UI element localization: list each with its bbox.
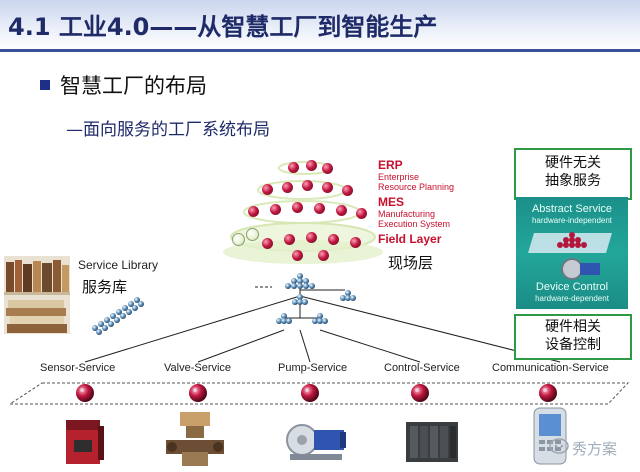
- books-icon: [4, 256, 70, 334]
- hw-independent-label: hardware-independent: [531, 216, 613, 225]
- valve-device: [166, 412, 224, 466]
- valve-service-label: Valve-Service: [164, 362, 232, 374]
- bullet-heading: 智慧工厂的布局: [60, 74, 207, 98]
- hw-dependent-line1: 硬件相关: [545, 319, 601, 335]
- service-abstraction-panel: Abstract Service hardware-independent De…: [516, 197, 628, 309]
- node-icon: [322, 163, 333, 174]
- pump-service-label: Pump-Service: [278, 362, 348, 374]
- node-icon: [318, 250, 329, 261]
- mes-desc-1: Manufacturing: [378, 209, 436, 219]
- communication-service-label: Communication-Service: [492, 362, 609, 374]
- plc-device: [406, 422, 458, 462]
- node-icon: [350, 237, 361, 248]
- node-icon: [262, 184, 273, 195]
- node-icon: [302, 180, 313, 191]
- node-icon: [342, 185, 353, 196]
- chat-bubble-icon: [548, 436, 570, 462]
- node-icon: [322, 182, 333, 193]
- pump-device: [286, 424, 346, 460]
- node-icon: [306, 232, 317, 243]
- abstract-service-label: Abstract Service: [531, 203, 613, 215]
- hw-independent-line1: 硬件无关: [545, 155, 601, 171]
- node-icon: [336, 205, 347, 216]
- title-bar: [0, 0, 640, 50]
- valve-icon: [162, 412, 228, 472]
- books-illustration: [4, 256, 70, 334]
- photoelectric-sensor-icon: [62, 416, 108, 472]
- sensor-service-label: Sensor-Service: [40, 362, 116, 374]
- device-control-label: Device Control: [535, 281, 609, 293]
- node-icon: [262, 238, 273, 249]
- watermark-text: 秀方案: [572, 440, 618, 458]
- title-underline: [0, 49, 640, 52]
- node-icon: [288, 162, 299, 173]
- node-icon: [328, 234, 339, 245]
- hw-dependent-label: hardware-dependent: [535, 294, 609, 303]
- mes-label: MES: [378, 195, 405, 209]
- service-library-cn-label: 服务库: [82, 278, 128, 296]
- node-icon: [306, 160, 317, 171]
- mes-desc-2: Execution System: [378, 219, 451, 229]
- sensor-device: [66, 420, 104, 464]
- handheld-device: [533, 407, 567, 465]
- plc-controller-icon: [404, 418, 460, 470]
- node-icon: [314, 203, 325, 214]
- node-icon: [248, 206, 259, 217]
- handheld-device-icon: [530, 406, 570, 470]
- bullet-square-icon: [40, 80, 50, 90]
- node-icon: [292, 250, 303, 261]
- abstraction-illustration: [528, 232, 612, 280]
- pump-icon: [284, 414, 348, 470]
- slide-title: 4.1 工业4.0——从智慧工厂到智能生产: [8, 13, 438, 41]
- node-icon: [246, 228, 259, 241]
- control-service-label: Control-Service: [384, 362, 460, 374]
- field-layer-cn-label: 现场层: [388, 254, 434, 272]
- watermark-logo: [549, 438, 569, 454]
- node-icon: [284, 234, 295, 245]
- node-icon: [270, 204, 281, 215]
- hw-independent-line2: 抽象服务: [545, 173, 601, 189]
- service-library-label: Service Library: [78, 258, 159, 272]
- erp-label: ERP: [378, 158, 403, 172]
- field-layer-label: Field Layer: [378, 232, 442, 246]
- node-icon: [292, 202, 303, 213]
- hw-dependent-line2: 设备控制: [545, 337, 601, 353]
- erp-desc-1: Enterprise: [378, 172, 420, 182]
- hw-independent-box: 硬件无关 抽象服务: [514, 148, 632, 200]
- erp-desc-2: Resource Planning: [378, 182, 455, 192]
- node-icon: [282, 182, 293, 193]
- subheading: —面向服务的工厂系统布局: [66, 120, 270, 140]
- node-icon: [232, 233, 245, 246]
- node-icon: [356, 208, 367, 219]
- hw-dependent-box: 硬件相关 设备控制: [514, 314, 632, 360]
